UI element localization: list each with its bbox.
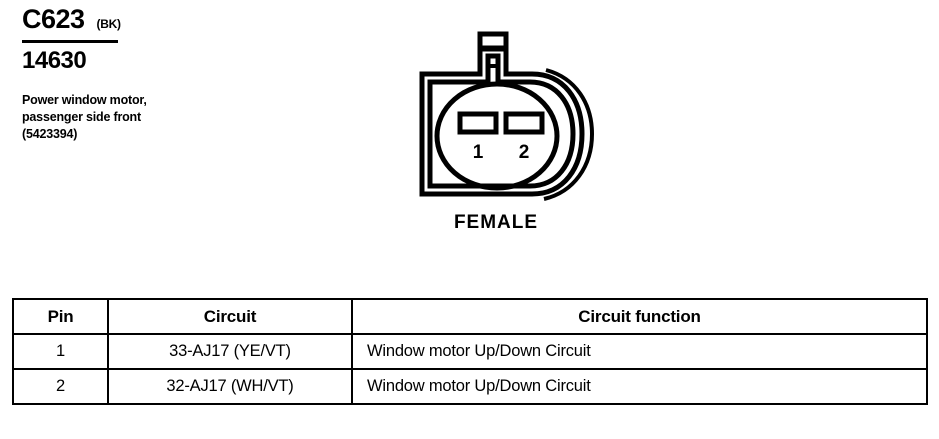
- connector-diagram: 1 2 FEMALE: [396, 26, 616, 236]
- connector-seal-oval: [434, 81, 560, 191]
- connector-id: C623: [22, 4, 85, 34]
- pin-marker-1: 1: [473, 142, 484, 163]
- cell-circuit: 33-AJ17 (YE/VT): [107, 333, 353, 370]
- connector-face-drawing: 1 2: [419, 31, 595, 201]
- connector-description: Power window motor, passenger side front…: [22, 93, 147, 141]
- terminal-cavity-2: [503, 111, 545, 135]
- connector-shell-trailing-arc: [543, 68, 595, 201]
- table-row: 1 33-AJ17 (YE/VT) Window motor Up/Down C…: [12, 333, 928, 370]
- pinout-table: Pin Circuit Circuit function 1 33-AJ17 (…: [12, 298, 928, 405]
- connector-gender-label: FEMALE: [453, 212, 539, 233]
- column-header-circuit-function: Circuit function: [351, 298, 928, 335]
- cell-circuit-function: Window motor Up/Down Circuit: [351, 368, 928, 405]
- connector-color-code: (BK): [96, 17, 121, 31]
- pinout-table-body: 1 33-AJ17 (YE/VT) Window motor Up/Down C…: [12, 333, 928, 405]
- connector-part-number: 14630: [22, 47, 87, 74]
- cell-circuit-function: Window motor Up/Down Circuit: [351, 333, 928, 370]
- pin-marker-2: 2: [519, 142, 530, 163]
- connector-info-block: C623 (BK) 14630 Power window motor, pass…: [22, 4, 252, 143]
- cell-pin: 1: [12, 333, 109, 370]
- column-header-circuit: Circuit: [107, 298, 353, 335]
- connector-inner-shell: [427, 53, 576, 189]
- cell-pin: 2: [12, 368, 109, 405]
- connector-id-underline: [22, 40, 118, 43]
- table-header-row: Pin Circuit Circuit function: [12, 298, 928, 335]
- connector-id-row: C623 (BK): [22, 4, 252, 38]
- cell-circuit: 32-AJ17 (WH/VT): [107, 368, 353, 405]
- terminal-cavity-1: [457, 111, 499, 135]
- pinout-table-head: Pin Circuit Circuit function: [12, 298, 928, 335]
- connector-latch-tab: [477, 31, 509, 52]
- column-header-pin: Pin: [12, 298, 109, 335]
- table-row: 2 32-AJ17 (WH/VT) Window motor Up/Down C…: [12, 368, 928, 405]
- connector-outer-shell: [419, 45, 585, 197]
